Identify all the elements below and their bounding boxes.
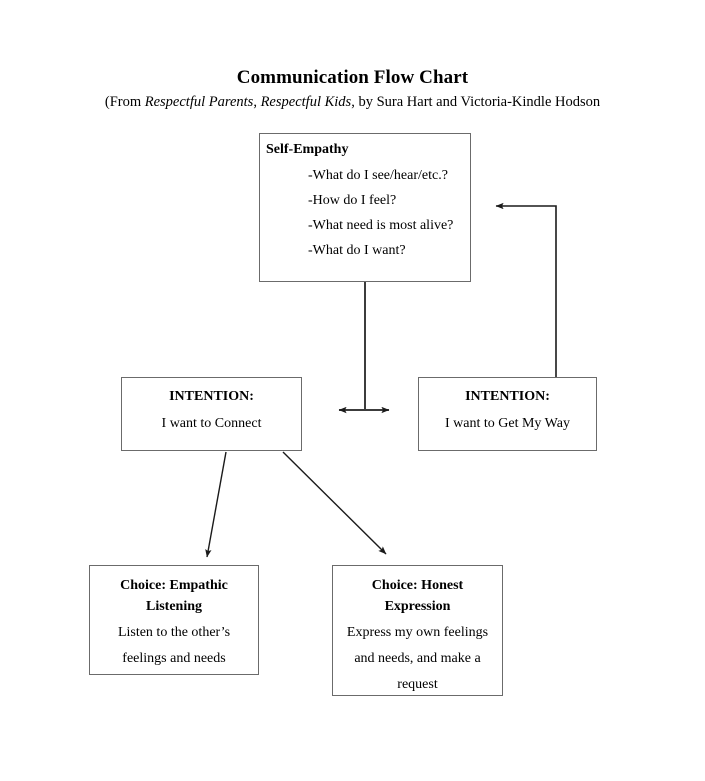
node-intention-connect[interactable]: INTENTION: I want to Connect: [121, 377, 302, 451]
choice-honest-title-line-1: Choice: Honest: [371, 578, 464, 593]
self-empathy-question-3: -What need is most alive?: [308, 218, 454, 233]
attribution-work-1: Respectful Parents: [144, 94, 254, 110]
choice-empathic-title-line-1: Choice: Empathic: [120, 578, 228, 593]
self-empathy-question-4: -What do I want?: [308, 243, 406, 258]
page-title: Communication Flow Chart: [236, 67, 469, 88]
get-my-way-back-to-self-empathy-arrow: [495, 202, 557, 377]
connect-to-empathic-listening-arrow: [205, 451, 227, 558]
self-empathy-question-1: -What do I see/hear/etc.?: [308, 168, 448, 183]
choice-empathic-title-line-2: Listening: [145, 599, 202, 614]
choice-empathic-body-line-2: feelings and needs: [122, 651, 226, 666]
choice-honest-body-line-2: and needs, and make a: [354, 651, 481, 666]
choice-honest-title-line-2: Expression: [384, 599, 451, 614]
choice-honest-body-line-3: request: [397, 677, 438, 692]
self-empathy-question-list: -What do I see/hear/etc.? -How do I feel…: [260, 168, 470, 259]
intention-get-my-way-body: I want to Get My Way: [445, 416, 570, 431]
choice-honest-body-line-1: Express my own feelings: [346, 625, 489, 640]
node-choice-empathic-listening[interactable]: Choice: Empathic Listening Listen to the…: [89, 565, 259, 675]
attribution-work-2: Respectful Kids: [260, 94, 352, 110]
document-header: Communication Flow Chart (From Respectfu…: [0, 66, 705, 112]
self-empathy-question-2: -How do I feel?: [308, 193, 397, 208]
self-empathy-heading: Self-Empathy: [266, 142, 349, 157]
attribution-separator: ,: [253, 94, 261, 110]
attribution-suffix: , by Sura Hart and Victoria-Kindle Hodso…: [351, 94, 601, 110]
intention-get-my-way-title: INTENTION:: [465, 389, 550, 404]
node-choice-honest-expression[interactable]: Choice: Honest Expression Express my own…: [332, 565, 503, 696]
intention-connect-title: INTENTION:: [169, 389, 254, 404]
attribution-prefix: (From: [104, 94, 145, 110]
intention-connect-body: I want to Connect: [161, 416, 262, 431]
choice-empathic-body-line-1: Listen to the other’s: [117, 625, 231, 640]
attribution-line: (From Respectful Parents, Respectful Kid…: [0, 92, 705, 112]
connect-to-honest-expression-arrow: [282, 451, 387, 555]
node-intention-get-my-way[interactable]: INTENTION: I want to Get My Way: [418, 377, 597, 451]
node-self-empathy[interactable]: Self-Empathy -What do I see/hear/etc.? -…: [259, 133, 471, 282]
